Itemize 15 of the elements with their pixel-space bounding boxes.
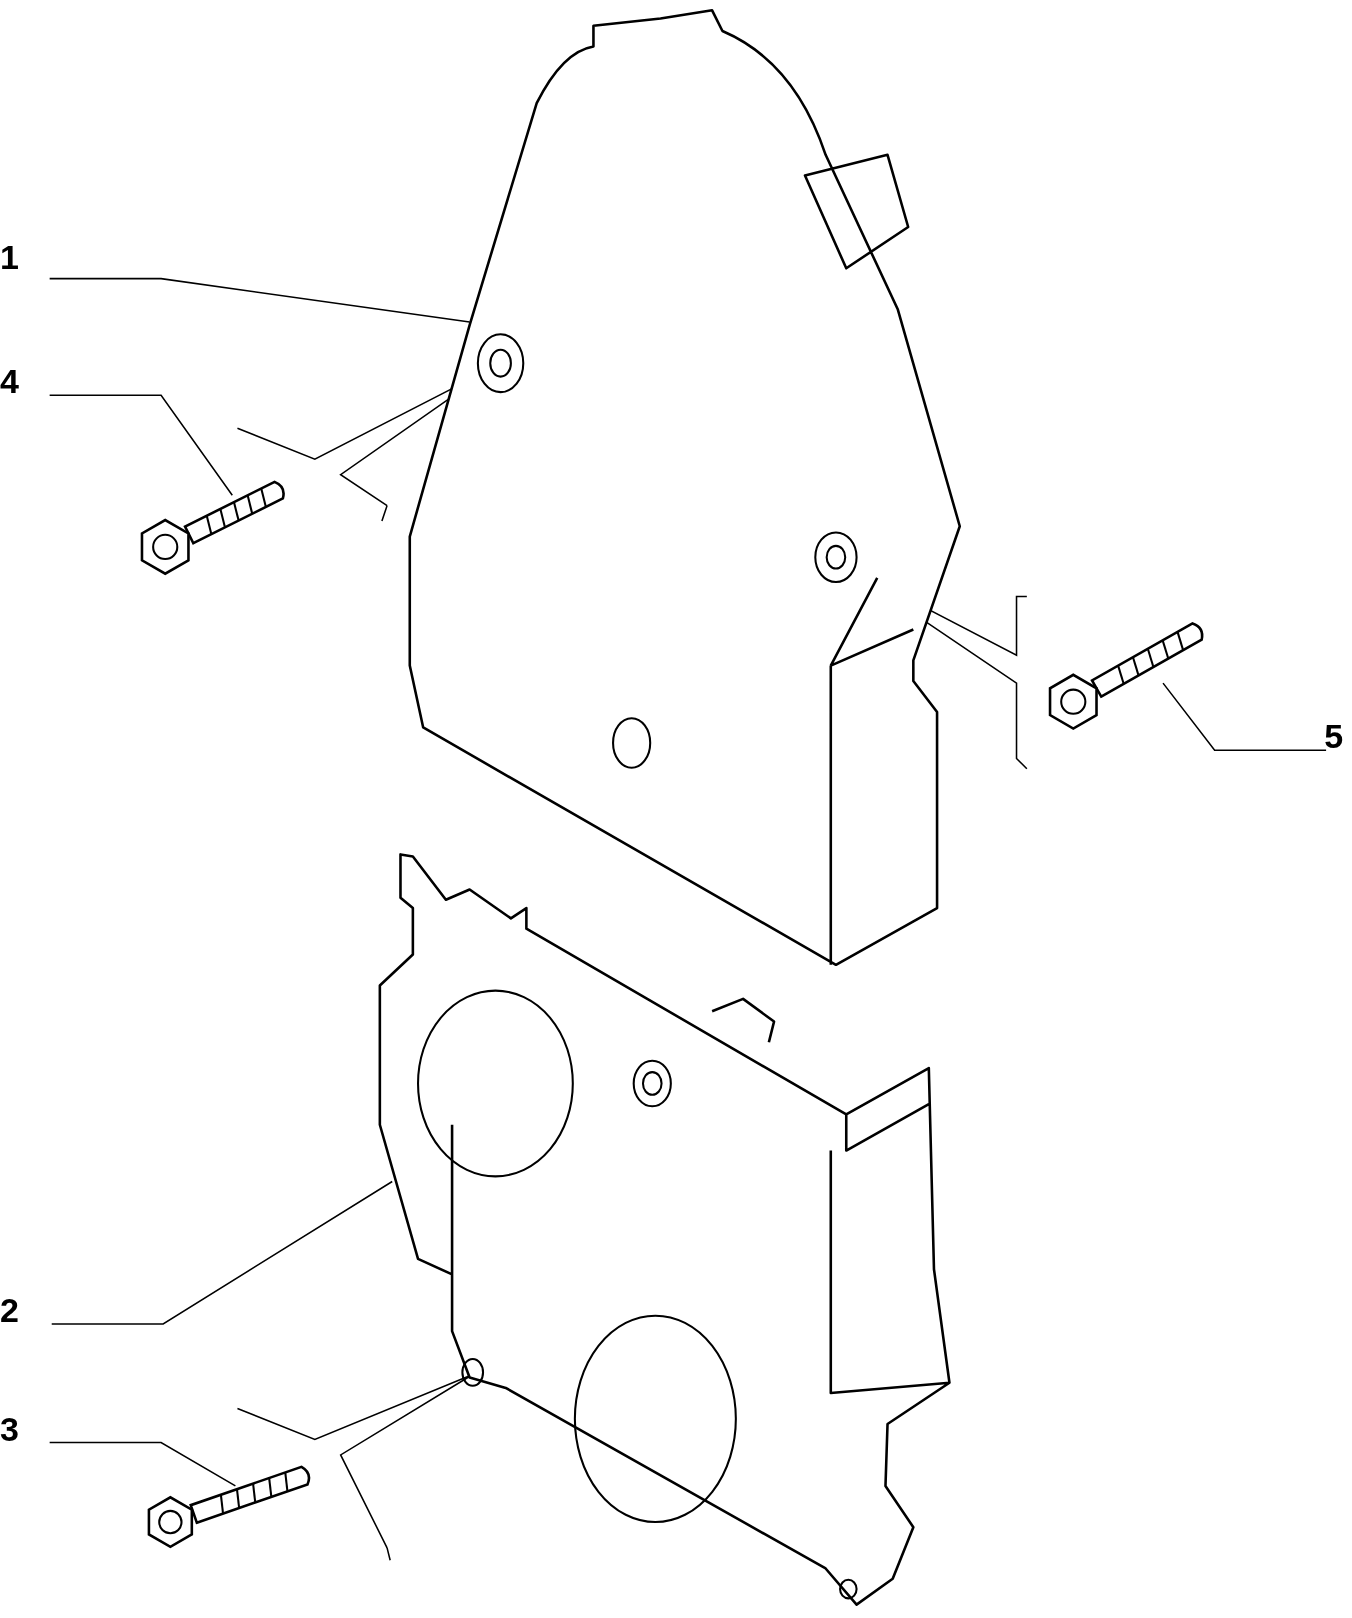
bolt-drawing — [140, 480, 285, 576]
leader-line — [48, 277, 471, 323]
callout-number: 4 — [0, 363, 19, 400]
leader-line — [50, 1180, 393, 1325]
callout-number: 2 — [0, 1292, 19, 1329]
leader-line — [48, 1441, 237, 1487]
bolt-drawing — [147, 1465, 311, 1549]
callout-number: 1 — [0, 239, 19, 276]
bolt-drawing — [1048, 622, 1204, 730]
leader-line — [1162, 682, 1327, 751]
callout-number: 3 — [0, 1410, 19, 1447]
timing-cover-drawing — [408, 9, 962, 967]
rear-cover-drawing — [378, 853, 951, 1606]
callout-number: 5 — [1324, 718, 1344, 755]
leader-line — [48, 394, 234, 497]
